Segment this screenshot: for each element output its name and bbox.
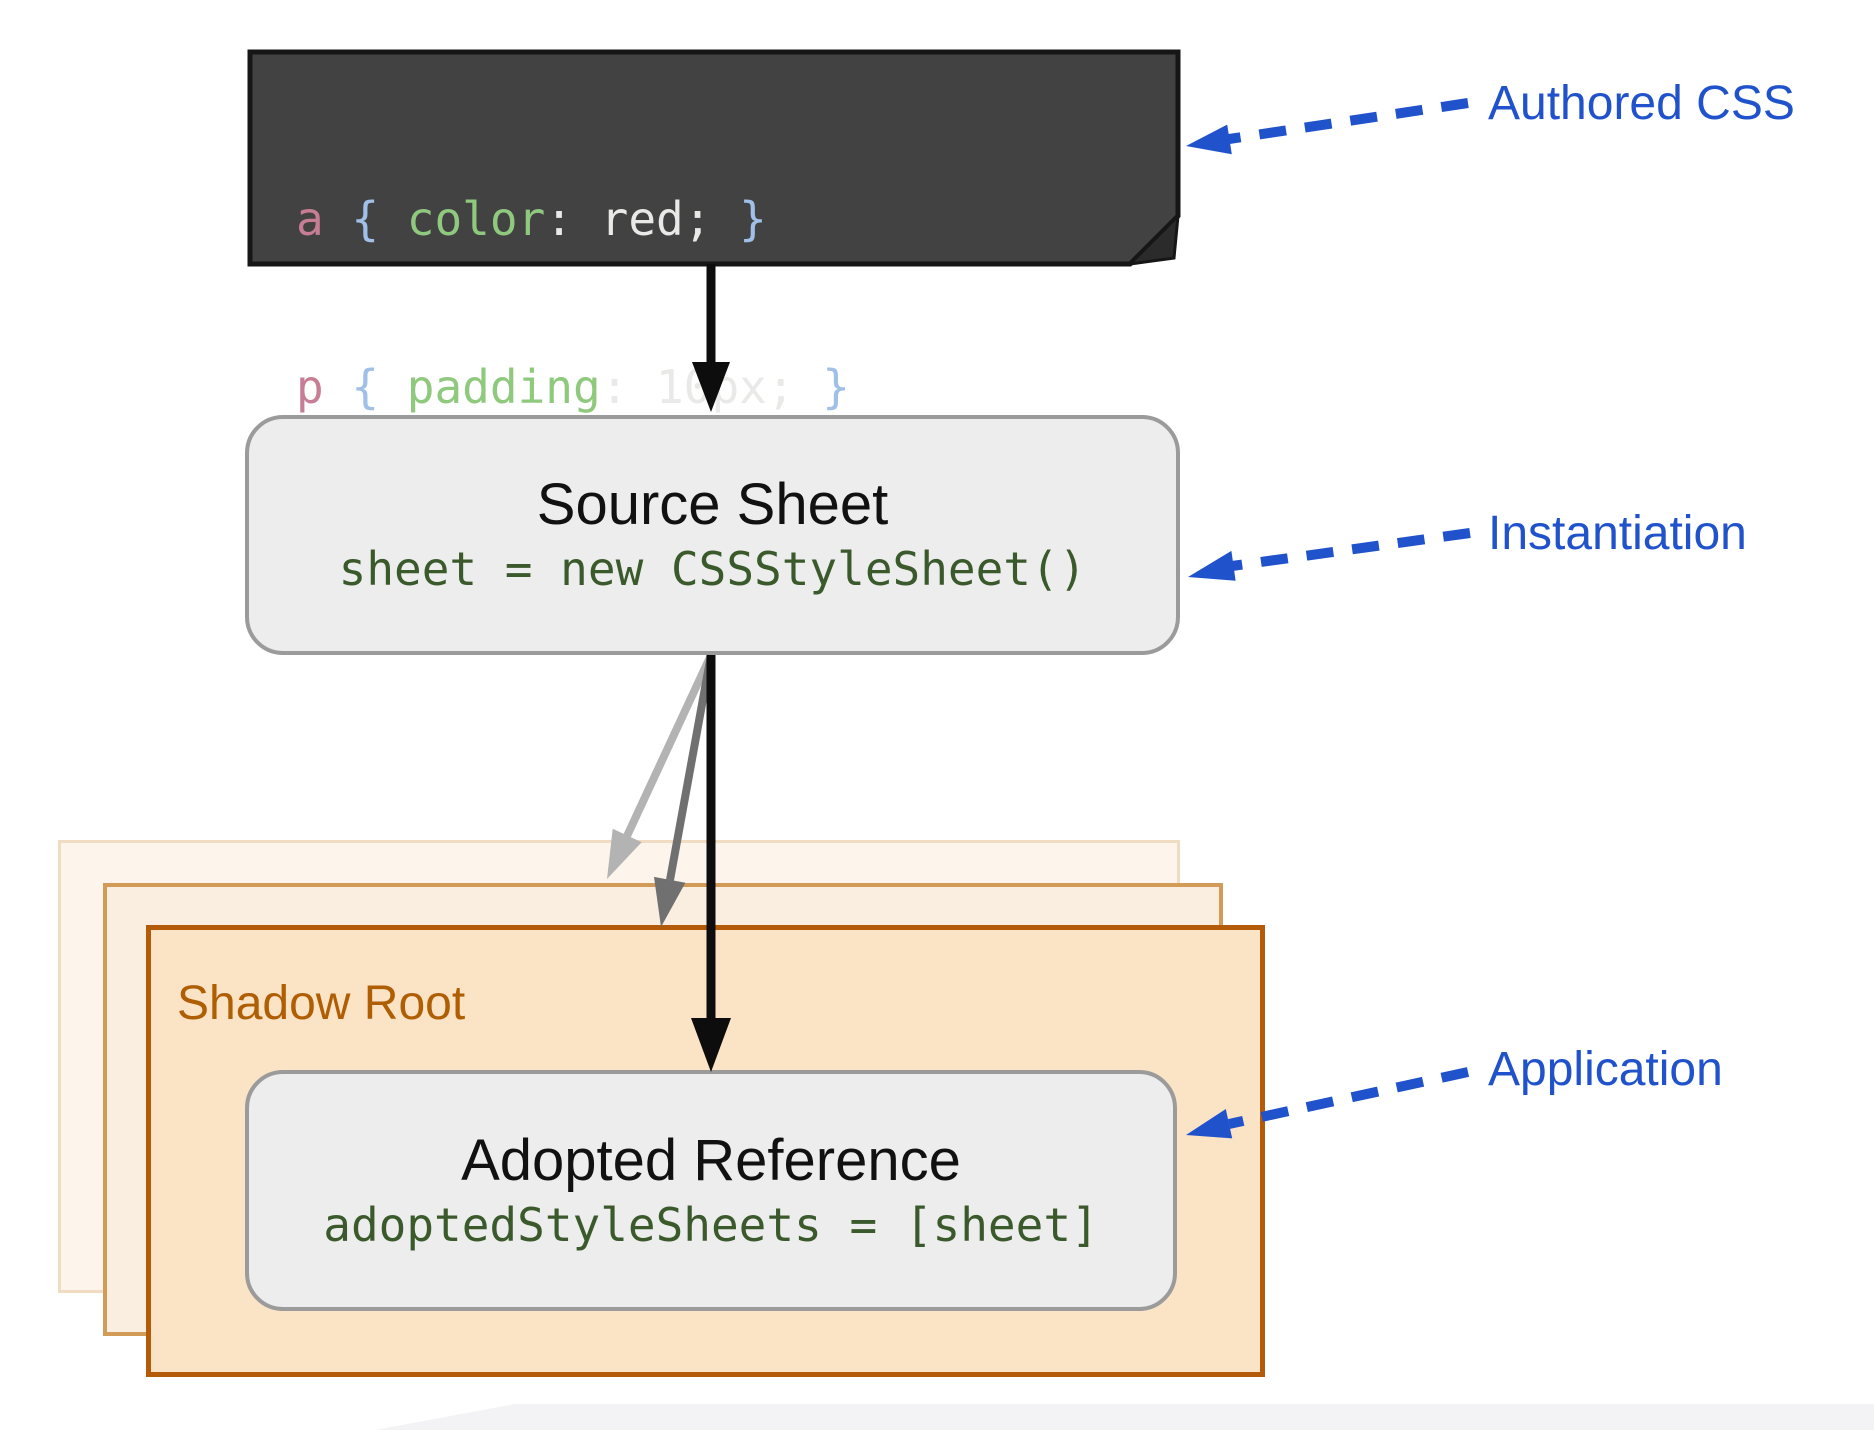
source-sheet-title: Source Sheet bbox=[536, 472, 889, 537]
css-rule-line-1: a { color: red; } bbox=[296, 191, 850, 247]
source-sheet-code: sheet = new CSSStyleSheet() bbox=[338, 542, 1087, 596]
application-annotation-label: Application bbox=[1488, 1043, 1723, 1096]
adopted-reference-node: Adopted Reference adoptedStyleSheets = [… bbox=[245, 1070, 1177, 1311]
css-brace: { bbox=[323, 360, 407, 414]
css-selector: p bbox=[296, 360, 324, 414]
instantiation-annotation-label: Instantiation bbox=[1488, 507, 1747, 560]
css-brace: { bbox=[323, 192, 407, 246]
annotation-arrow-authored-css bbox=[1186, 98, 1469, 155]
css-property: padding bbox=[406, 360, 601, 414]
css-value: : red; bbox=[545, 192, 740, 246]
css-selector: a bbox=[296, 192, 324, 246]
css-value: : 10px; bbox=[600, 360, 823, 414]
adopted-reference-code: adoptedStyleSheets = [sheet] bbox=[323, 1197, 1099, 1252]
authored-css-annotation-label: Authored CSS bbox=[1488, 77, 1795, 130]
shadow-root-label: Shadow Root bbox=[177, 977, 466, 1030]
adopted-reference-title: Adopted Reference bbox=[461, 1127, 961, 1193]
css-brace: } bbox=[739, 192, 767, 246]
code-block-shape bbox=[247, 49, 1181, 267]
css-rule-line-2: p { padding: 10px; } bbox=[296, 359, 850, 415]
authored-css-code-block: a { color: red; } p { padding: 10px; } bbox=[247, 49, 1181, 414]
source-sheet-node: Source Sheet sheet = new CSSStyleSheet() bbox=[245, 415, 1180, 655]
css-brace: } bbox=[822, 360, 850, 414]
authored-css-code: a { color: red; } p { padding: 10px; } bbox=[296, 79, 850, 527]
code-block-fold-ear bbox=[1125, 211, 1180, 267]
css-property: color bbox=[406, 192, 546, 246]
page-edge-shape bbox=[375, 1404, 1874, 1430]
annotation-arrow-instantiation bbox=[1188, 528, 1471, 581]
